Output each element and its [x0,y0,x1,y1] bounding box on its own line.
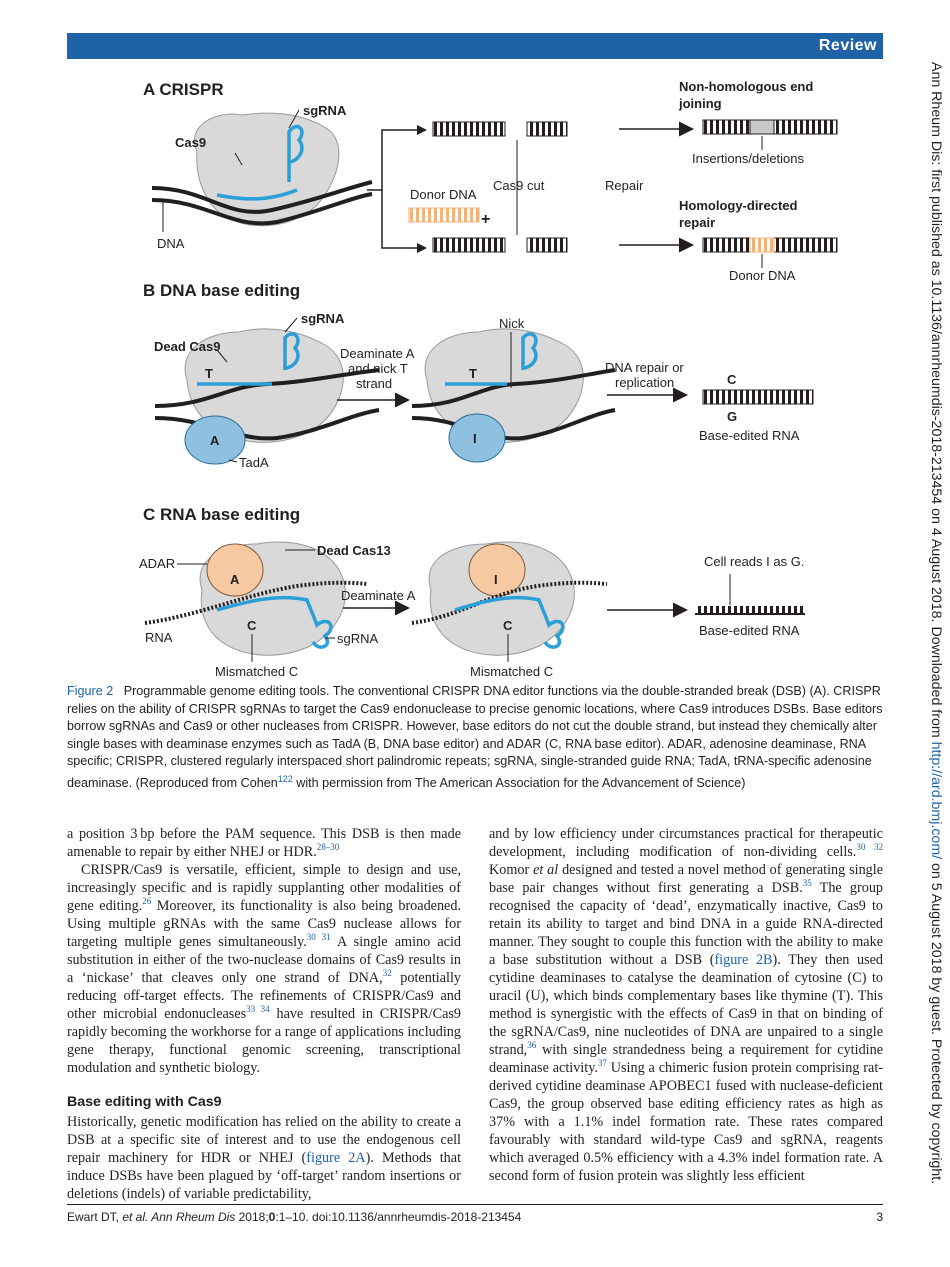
cas9-cut-label: Cas9 cut [493,178,545,193]
sgrna-label-c: sgRNA [337,631,379,646]
cut-dna-bottom-right [526,237,568,253]
adar-label: ADAR [139,556,175,571]
paragraph: a position 3 bp before the PAM sequence.… [67,826,461,860]
nhej-title-line2: joining [678,96,722,111]
nick-label: Nick [499,316,525,331]
left-column: a position 3 bp before the PAM sequence.… [67,825,461,1203]
repair-b-line2: replication [615,375,674,390]
panel-b-dna-base-editing: B DNA base editing Dead Cas9 sgRNA T A T… [143,281,814,470]
step-b-line2: and nick T [348,361,408,376]
dead-cas13-label: Dead Cas13 [317,543,391,558]
panel-c-title: C RNA base editing [143,505,300,524]
right-column: and by low efficiency under circumstance… [489,825,883,1185]
i-base-label: I [473,431,477,446]
figure-link[interactable]: figure 2B [714,952,773,968]
download-notice: Ann Rheum Dis: first published as 10.113… [928,62,944,1202]
repair-label: Repair [605,178,644,193]
citation[interactable]: 35 [802,878,812,888]
b-sgrna-strand [197,332,300,386]
dna-label: DNA [157,236,185,251]
branch-arrow [367,129,422,249]
base-edited-rna-c: Base-edited RNA [699,623,800,638]
rna-strand [144,580,368,625]
section-banner: Review [67,33,883,59]
journal-link[interactable]: http://ard.bmj.com/ [928,741,944,860]
dna-strand [151,180,373,214]
donor-insert [749,237,775,253]
section-heading: Base editing with Cas9 [67,1094,222,1110]
tada-enzyme [184,415,246,465]
adar-enzyme-2 [468,543,526,597]
sgrna-label-a: sgRNA [303,103,347,118]
paragraph: Historically, genetic modification has r… [67,1114,462,1202]
nhej-title-line1: Non-homologous end [679,79,813,94]
step-b-line3: strand [356,376,392,391]
panel-c-rna-base-editing: C RNA base editing A ADAR Dead Cas13 RNA… [139,505,805,679]
citation[interactable]: 26 [142,896,152,906]
indels-label: Insertions/deletions [692,151,805,166]
base-edited-rna-b: Base-edited RNA [699,428,800,443]
a-base-label-c: A [230,572,240,587]
tada-label: TadA [239,455,269,470]
paragraph: and by low efficiency under circumstance… [489,826,884,1184]
citation[interactable]: 32 [382,968,392,978]
g-base-label: G [727,409,737,424]
citation[interactable]: 28–30 [316,842,340,852]
cell-reads-label: Cell reads I as G. [704,554,804,569]
figure-caption: Figure 2 Programmable genome editing too… [67,684,883,790]
citation[interactable]: 37 [597,1058,607,1068]
plus-sign: + [481,211,490,228]
citation[interactable]: 33 34 [246,1004,270,1014]
mismatched-c-label: Mismatched C [215,664,298,679]
section-label: Review [818,37,877,54]
t-base-label: T [205,366,213,381]
citation[interactable]: 36 [527,1040,537,1050]
footer-citation: Ewart DT, et al. Ann Rheum Dis 2018;0:1–… [67,1210,522,1224]
caption-ref[interactable]: 122 [277,773,293,784]
sgrna-strand [216,124,304,201]
figure-link[interactable]: figure 2A [306,1150,366,1166]
donor-dna-result-label: Donor DNA [729,268,796,283]
cas9-label: Cas9 [175,135,206,150]
hdr-title-line1: Homology-directed [679,198,798,213]
mismatched-c-label-2: Mismatched C [470,664,553,679]
citation[interactable]: 30 32 [856,842,883,852]
donor-dna-label: Donor DNA [410,187,477,202]
cut-dna-top-right [526,121,568,137]
paragraph: CRISPR/Cas9 is versatile, efficient, sim… [67,862,461,1076]
figure-2: A CRISPR Cas9 sgRNA DNA Donor DNA + Cas9… [139,79,838,679]
download-notice-text: Ann Rheum Dis: first published as 10.113… [928,62,944,1185]
a-base-label: A [210,433,220,448]
deaminate-a-label: Deaminate A [341,588,416,603]
c-sgrna-strand [216,595,333,649]
hdr-title-line2: repair [679,215,715,230]
sgrna-label-b: sgRNA [301,311,345,326]
rna-label: RNA [145,630,173,645]
footer-rule [67,1204,883,1205]
page-number: 3 [876,1210,883,1224]
citation[interactable]: 30 31 [306,932,331,942]
repair-b-line1: DNA repair or [605,360,684,375]
c-base-label: C [727,372,737,387]
edited-dna-b [702,389,814,405]
b2-sgrna-strand [445,332,538,386]
i-base-label-c: I [494,572,498,587]
panel-a-title: A CRISPR [143,80,224,99]
c-base-label-c2: C [503,618,513,633]
edited-rna-c [695,606,805,614]
cut-dna-bottom-left [432,237,506,253]
indel-region [749,119,775,135]
adar-enzyme [206,543,264,597]
donor-dna-fragment [408,207,480,223]
t-base-label-2: T [469,366,477,381]
inosine-enzyme [448,413,506,463]
panel-b-title: B DNA base editing [143,281,300,300]
step-b-line1: Deaminate A [340,346,415,361]
panel-a-crispr: A CRISPR Cas9 sgRNA DNA Donor DNA + Cas9… [143,79,838,283]
dead-cas9-label: Dead Cas9 [154,339,220,354]
c-base-label-c: C [247,618,257,633]
figure-number: Figure 2 [67,684,114,698]
cut-dna-top-left [432,121,506,137]
